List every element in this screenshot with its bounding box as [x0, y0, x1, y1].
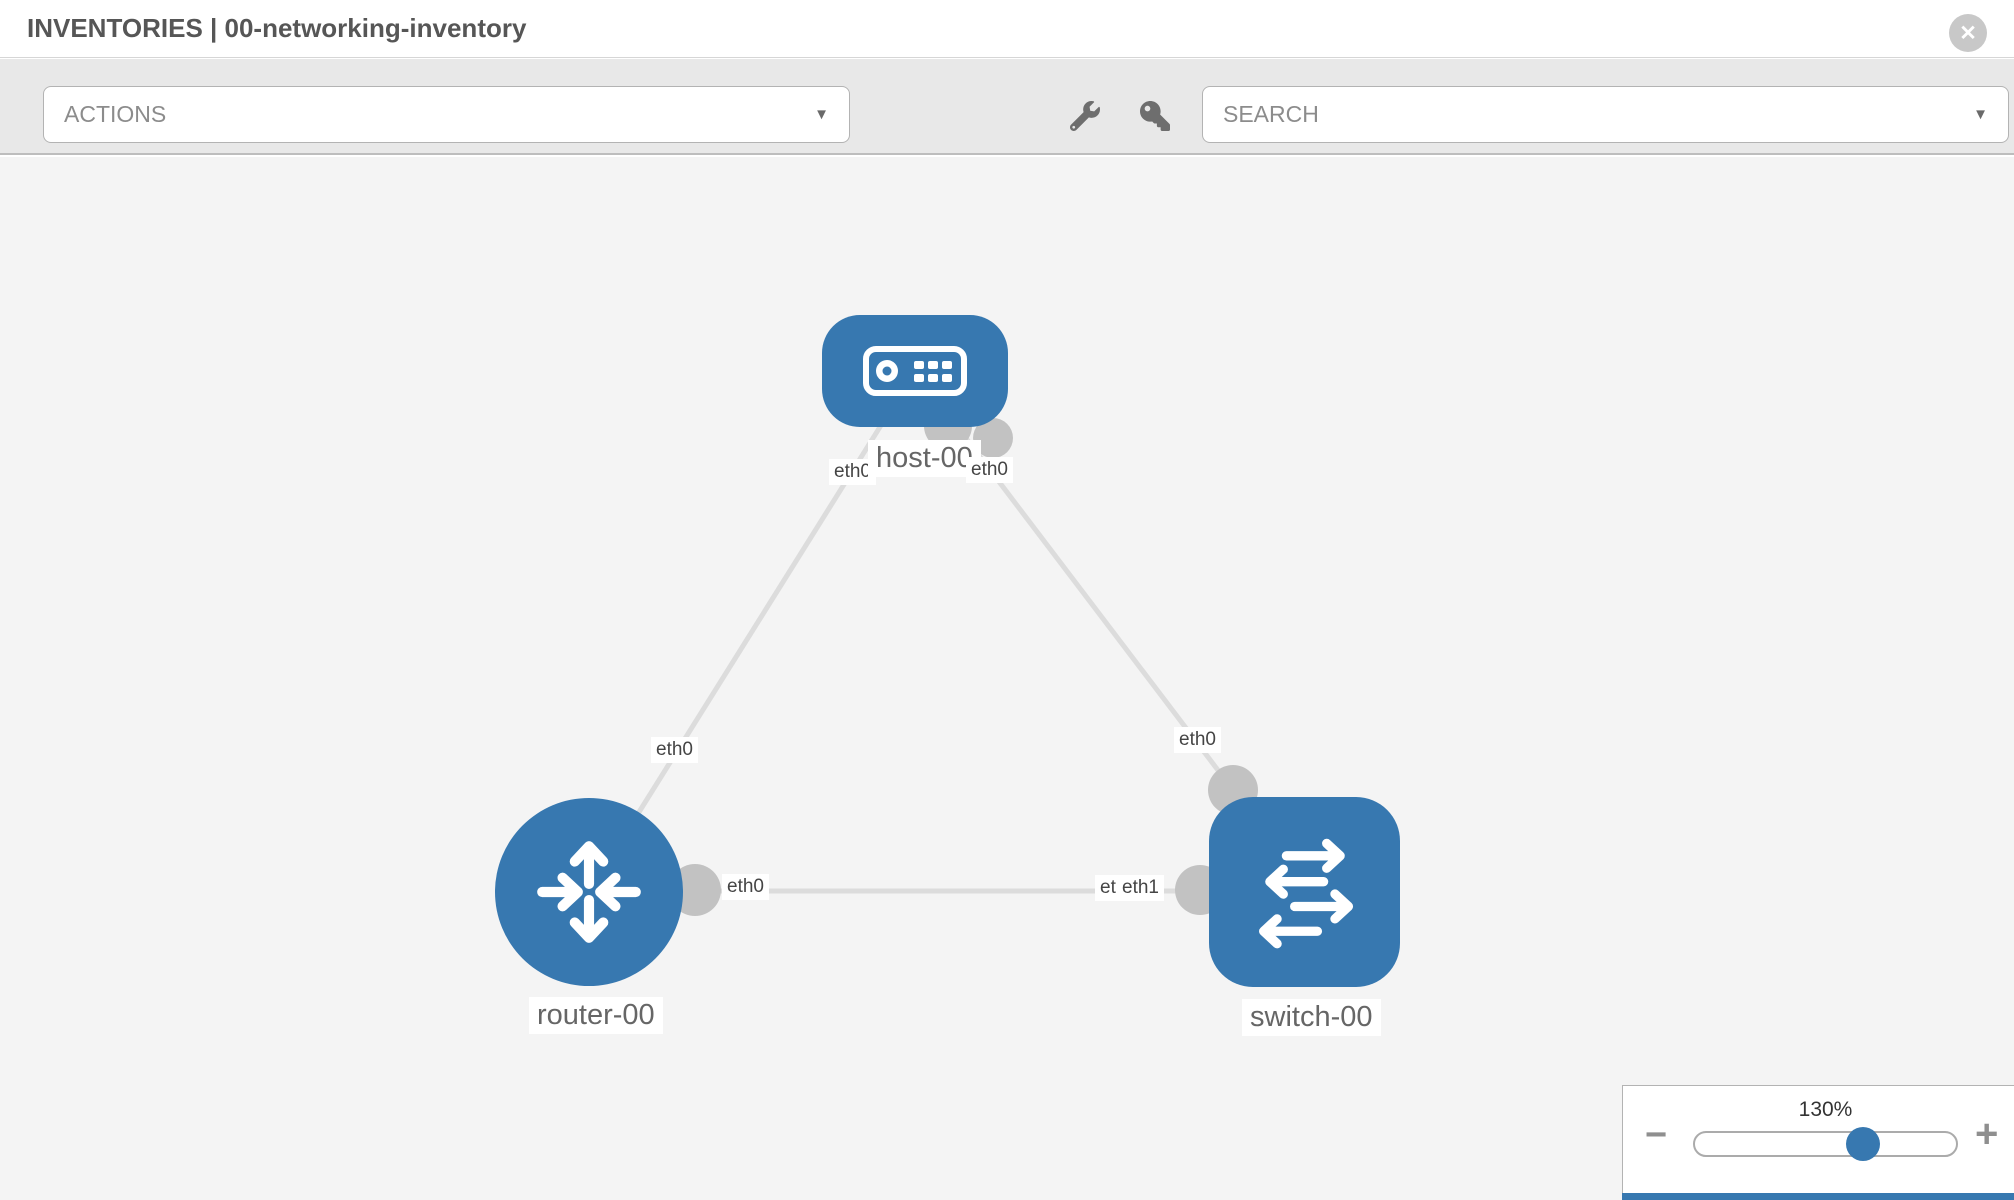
page-title: INVENTORIES | 00-networking-inventory [27, 13, 527, 43]
node-host-00[interactable] [822, 315, 1008, 427]
node-label-switch: switch-00 [1242, 999, 1381, 1037]
zoom-slider-track[interactable] [1693, 1131, 1958, 1157]
zoom-slider-thumb[interactable] [1846, 1127, 1880, 1161]
key-button[interactable] [1138, 100, 1172, 134]
wrench-button[interactable] [1068, 100, 1102, 134]
chevron-down-icon: ▼ [1973, 106, 1988, 123]
bottom-panel-edge [1622, 1193, 2014, 1200]
interface-label: eth0 [1174, 727, 1221, 753]
interface-label: eth1 [1117, 875, 1164, 901]
node-router-00[interactable] [495, 798, 683, 986]
switch-icon [1258, 838, 1353, 949]
chevron-down-icon: ▼ [814, 106, 829, 123]
wrench-icon [1069, 100, 1100, 131]
modal-header: INVENTORIES | 00-networking-inventory ✕ [0, 0, 2014, 58]
zoom-in-button[interactable]: + [1975, 1112, 1999, 1156]
actions-dropdown[interactable]: ACTIONS ▼ [43, 86, 850, 143]
actions-dropdown-label: ACTIONS [64, 101, 167, 127]
interface-label: eth0 [966, 457, 1013, 483]
close-button[interactable]: ✕ [1949, 14, 1987, 52]
key-icon [1140, 100, 1170, 131]
host-icon [863, 346, 967, 396]
router-icon [537, 841, 641, 943]
node-label-router: router-00 [529, 997, 663, 1035]
zoom-control-panel: 130% − + [1622, 1085, 2014, 1200]
node-label-host: host-00 [868, 440, 981, 478]
close-icon: ✕ [1959, 21, 1977, 45]
topology-canvas[interactable] [0, 157, 2014, 1200]
search-dropdown[interactable]: SEARCH ▼ [1202, 86, 2009, 143]
toolbar: ACTIONS ▼ SEARCH ▼ [0, 59, 2014, 155]
zoom-out-button[interactable]: − [1645, 1114, 1668, 1156]
interface-label: eth0 [722, 874, 769, 900]
interface-label: eth0 [651, 737, 698, 763]
search-dropdown-label: SEARCH [1223, 101, 1319, 127]
zoom-level-readout: 130% [1798, 1098, 1853, 1121]
node-switch-00[interactable] [1209, 797, 1400, 987]
